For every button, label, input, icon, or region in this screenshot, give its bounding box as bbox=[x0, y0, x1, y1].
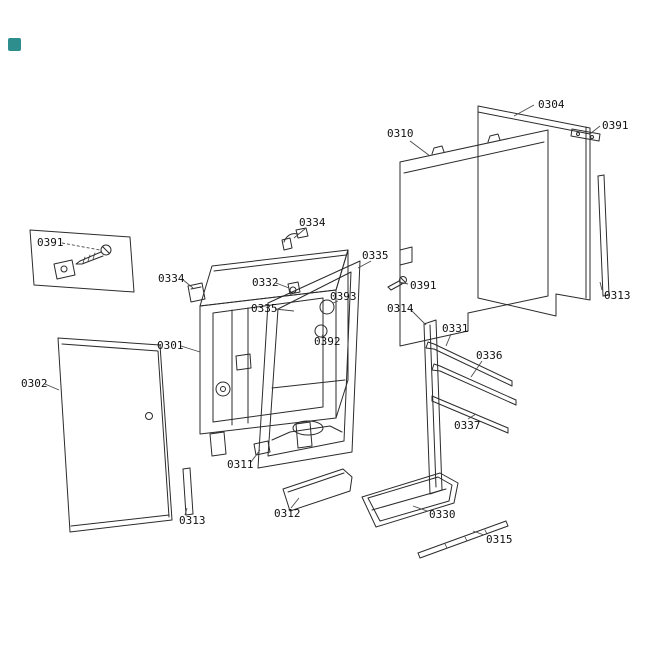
leader-line-0313-20 bbox=[184, 507, 188, 516]
part-label-0334-4: 0334 bbox=[299, 216, 326, 229]
bottom-trim-strip bbox=[417, 520, 509, 559]
callout-circle-0393 bbox=[319, 299, 335, 315]
leader-line-0312-21 bbox=[290, 497, 300, 509]
part-label-0315-23: 0315 bbox=[486, 533, 513, 546]
leader-line-0391-1 bbox=[589, 125, 601, 135]
leader-line-0302-17 bbox=[44, 383, 60, 391]
leader-line-0335-8 bbox=[357, 260, 372, 269]
part-label-0335-8: 0335 bbox=[362, 249, 389, 262]
part-label-0330-22: 0330 bbox=[429, 508, 456, 521]
part-label-0393-11: 0393 bbox=[330, 290, 357, 303]
leader-line-0331-14 bbox=[445, 333, 452, 347]
leader-line-0313-3 bbox=[599, 281, 603, 291]
leader-line-0393-11 bbox=[332, 300, 339, 304]
top-clamp bbox=[281, 227, 309, 251]
part-label-0332-7: 0332 bbox=[252, 276, 279, 289]
rear-panel-fixing-clip bbox=[570, 128, 601, 142]
part-label-0334-6: 0334 bbox=[158, 272, 185, 285]
leader-line-0332-7 bbox=[275, 282, 290, 289]
leader-line-0337-18 bbox=[467, 413, 477, 420]
leader-line-0330-22 bbox=[412, 505, 428, 512]
corner-bracket bbox=[187, 282, 206, 303]
part-label-0391-1: 0391 bbox=[602, 119, 629, 132]
tub-body bbox=[199, 249, 349, 457]
part-label-0311-19: 0311 bbox=[227, 458, 254, 471]
leader-line-0310-2 bbox=[409, 140, 431, 157]
rear-outer-panel bbox=[477, 105, 591, 317]
part-label-0310-2: 0310 bbox=[387, 127, 414, 140]
leader-line-0311-19 bbox=[250, 449, 261, 463]
part-label-0331-14: 0331 bbox=[442, 322, 469, 335]
leader-line-0314-13 bbox=[409, 308, 427, 326]
leader-line-0391-5 bbox=[61, 242, 101, 251]
callout-circle-0392 bbox=[314, 324, 328, 338]
leader-line-0336-15 bbox=[470, 360, 483, 378]
lower-rail bbox=[431, 395, 509, 434]
part-label-0304-0: 0304 bbox=[538, 98, 565, 111]
part-label-0335-10: 0335 bbox=[251, 302, 278, 315]
leader-line-0334-6 bbox=[181, 278, 194, 289]
side-strip-left bbox=[182, 467, 194, 516]
part-label-0302-17: 0302 bbox=[21, 377, 48, 390]
accent-square bbox=[8, 38, 21, 51]
door-panel bbox=[57, 337, 173, 533]
leader-line-0304-0 bbox=[513, 104, 535, 117]
tub-top-fitting bbox=[287, 281, 301, 295]
labels-layer: 0304 0391 0310 0313 0334 0391 0334 0332 0335 0391… bbox=[21, 98, 631, 546]
part-label-0391-5: 0391 bbox=[37, 236, 64, 249]
base-channel bbox=[282, 468, 353, 512]
leader-line-0315-23 bbox=[472, 530, 485, 536]
leader-line-0335-10 bbox=[274, 308, 295, 312]
part-label-0336-15: 0336 bbox=[476, 349, 503, 362]
part-label-0313-20: 0313 bbox=[179, 514, 206, 527]
leader-line-0334-4 bbox=[293, 227, 307, 239]
leader-line-0301-16 bbox=[180, 345, 201, 353]
front-frame bbox=[257, 260, 361, 469]
screw bbox=[387, 276, 407, 291]
side-strip-right bbox=[597, 174, 610, 297]
part-label-0391-9: 0391 bbox=[410, 279, 437, 292]
leader-line-0391-9 bbox=[398, 281, 409, 285]
part-label-0301-16: 0301 bbox=[157, 339, 184, 352]
upper-rail bbox=[425, 341, 513, 387]
part-label-0337-18: 0337 bbox=[454, 419, 481, 432]
part-label-0313-3: 0313 bbox=[604, 289, 631, 302]
base-tray bbox=[361, 472, 459, 528]
middle-rail bbox=[431, 363, 517, 406]
part-label-0392-12: 0392 bbox=[314, 335, 341, 348]
rear-inner-panel bbox=[399, 129, 549, 347]
part-label-0312-21: 0312 bbox=[274, 507, 301, 520]
fastener-detail-box bbox=[29, 229, 135, 293]
part-label-0314-13: 0314 bbox=[387, 302, 414, 315]
